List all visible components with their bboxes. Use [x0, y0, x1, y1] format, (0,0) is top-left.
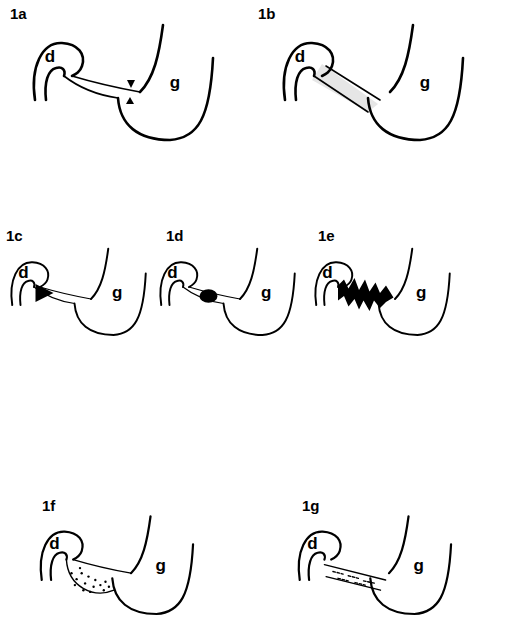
duodenum-outline [295, 67, 314, 100]
duodenum-outline [160, 262, 197, 305]
gallbladder-label: g [112, 283, 122, 300]
fistula-panel [299, 516, 451, 614]
gallbladder-outline [75, 274, 146, 336]
duodenum-outline [34, 43, 83, 100]
fistula-streaks [333, 572, 376, 586]
gallbladder-outline [140, 25, 163, 92]
stone-mass [36, 284, 54, 302]
gallbladder-outline [379, 274, 450, 336]
gallbladder-outline [91, 249, 108, 299]
duodenum-label: d [295, 48, 305, 65]
gallbladder-label: g [414, 556, 424, 573]
gallbladder-label: g [416, 283, 426, 300]
panel-label: 1b [258, 6, 276, 21]
duodenum-label: d [49, 534, 59, 551]
gallbladder-label: g [420, 74, 430, 91]
fistula-wall [73, 560, 131, 574]
fistula-panel [160, 249, 294, 335]
duodenum-label: d [167, 264, 177, 281]
duodenum-outline [309, 552, 325, 580]
gallbladder-outline [131, 516, 151, 573]
gallbladder-label: g [170, 74, 180, 91]
fistula-panel [41, 516, 193, 614]
duodenum-outline [45, 67, 64, 100]
panel-label: 1f [42, 498, 55, 513]
gallbladder-outline [395, 249, 412, 299]
stone-mass [200, 289, 218, 303]
duodenum-outline [20, 281, 34, 305]
gallbladder-outline [118, 58, 213, 140]
fistula-wall [72, 76, 140, 92]
duodenum-label: d [45, 48, 55, 65]
duodenum-outline [41, 532, 83, 580]
panel-label: 1c [6, 228, 23, 243]
panel-label: 1e [318, 228, 335, 243]
fistula-panel [315, 249, 449, 335]
duodenum-label: d [307, 534, 317, 551]
duodenum-outline [324, 281, 338, 305]
stippled-tissue [70, 567, 110, 593]
fistula-wall [183, 287, 224, 304]
duodenum-outline [284, 43, 333, 100]
gallbladder-outline [240, 249, 257, 299]
gallbladder-outline [389, 516, 409, 573]
fistula-wall [64, 76, 118, 98]
duodenum-outline [11, 262, 48, 305]
panel-label: 1a [10, 6, 27, 21]
duodenum-outline [169, 281, 183, 305]
fibrous-tract [338, 278, 394, 311]
duodenum-label: d [18, 264, 28, 281]
arrowhead-marker [126, 97, 134, 104]
duodenum-label: d [322, 264, 332, 281]
duodenum-outline [51, 552, 67, 580]
panel-label: 1d [166, 228, 184, 243]
gallbladder-outline [224, 274, 295, 336]
duodenum-outline [299, 532, 341, 580]
fistula-wall [314, 76, 368, 112]
gallbladder-label: g [261, 283, 271, 300]
fistula-panel [284, 25, 463, 140]
arrowhead-marker [127, 80, 135, 88]
gallbladder-outline [368, 58, 463, 140]
panel-label: 1g [302, 498, 320, 513]
gallbladder-outline [390, 25, 413, 92]
fistula-panel [34, 25, 213, 140]
fistula-panel [11, 249, 145, 335]
gallbladder-label: g [156, 556, 166, 573]
gallbladder-outline [112, 544, 193, 614]
fistula-wall [326, 66, 380, 100]
